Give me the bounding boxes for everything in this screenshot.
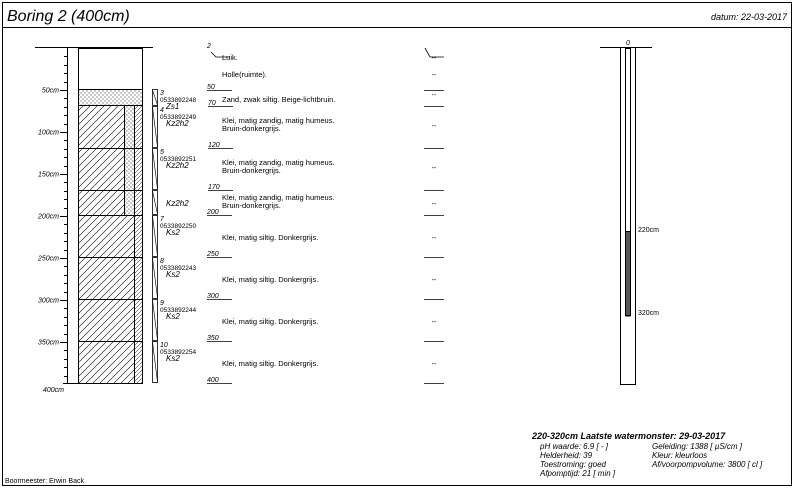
filter-bottom-label: 320cm — [638, 310, 659, 317]
layer-description: Klei, matig siltig. Donkergrijs. — [222, 359, 318, 368]
layer-description: Luik. — [222, 53, 238, 62]
date-label: datum: 22-03-2017 — [711, 12, 788, 22]
sample-id: 0533892254 — [160, 349, 197, 356]
soil-code: Kz2h2 — [166, 119, 189, 128]
depth-mark: 120 — [208, 142, 220, 149]
water-sample-value: Af/voorpompvolume: 3800 [ cl ] — [651, 460, 763, 469]
depth-mark: 400 — [207, 377, 219, 384]
layer-description: Klei, matig siltig. Donkergrijs. — [222, 233, 318, 242]
sample-number: 10 — [160, 342, 168, 349]
layer-sand — [78, 89, 143, 106]
depth-bottom-label: 400cm — [43, 387, 64, 394]
layer-description: Klei, matig zandig, matig humeus. — [222, 116, 335, 125]
water-sample-value: Toestroming: goed — [540, 460, 607, 469]
water-sample-value: Helderheid: 39 — [540, 451, 593, 460]
layer-note: -- — [432, 319, 437, 326]
layer-descriptions: Luik. Holle(ruimte). Zand, zwak siltig. Be… — [222, 53, 335, 368]
layer-note: -- — [432, 235, 437, 242]
layer-note: -- — [432, 165, 437, 172]
layer-description: Bruin-donkergrijs. — [222, 166, 281, 175]
layer-description: Holle(ruimte). — [222, 70, 267, 79]
water-sample-value: Kleur: kleurloos — [652, 451, 707, 460]
depth-tick-label: 300cm — [38, 298, 59, 305]
water-sample-value: Afpomptijd: 21 [ min ] — [539, 469, 616, 478]
page-title: Boring 2 (400cm) — [7, 8, 130, 25]
layer-description: Zand, zwak siltig. Beige-lichtbruin. — [222, 95, 335, 104]
soil-code: Ks2 — [166, 354, 180, 363]
driller-label: Boormeester: Erwin Back — [5, 478, 84, 485]
layer-description: Klei, matig siltig. Donkergrijs. — [222, 317, 318, 326]
depth-tick-label: 250cm — [37, 256, 59, 263]
depth-mark: 2 — [206, 43, 211, 50]
depth-tick-label: 350cm — [38, 340, 59, 347]
depth-tick-label: 50cm — [42, 88, 59, 95]
well-casing — [625, 48, 631, 232]
water-sample-value: pH waarde: 6.9 [ - ] — [539, 442, 609, 451]
sample-id: 0533892244 — [160, 307, 197, 314]
sample-id: 0533892251 — [160, 156, 197, 163]
sample-labels: 30533892248Zs140533892249Kz2h25053389225… — [160, 90, 197, 363]
sample-column — [152, 89, 158, 383]
layer-description: Klei, matig zandig, matig humeus. — [222, 193, 335, 202]
layer-note: -- — [432, 92, 437, 99]
sample-id: 0533892250 — [160, 223, 197, 230]
layer-clay-sandy — [78, 105, 125, 216]
sample-number: 9 — [160, 300, 164, 307]
layer-note: -- — [432, 277, 437, 284]
sample-id: 0533892243 — [160, 265, 197, 272]
filter-top-label: 220cm — [638, 227, 659, 234]
layer-note: -- — [432, 201, 437, 208]
sample-number: 4 — [160, 107, 164, 114]
well-filter — [625, 231, 631, 316]
layer-note: -- — [432, 55, 437, 62]
layer-note: -- — [432, 72, 437, 79]
soil-code: Ks2 — [166, 228, 180, 237]
sample-id: 0533892248 — [160, 97, 197, 104]
depth-tick-label: 100cm — [38, 130, 59, 137]
soil-code: Ks2 — [166, 270, 180, 279]
soil-code: Zs1 — [165, 102, 179, 111]
soil-code: Kz2h2 — [166, 161, 189, 170]
soil-column — [78, 48, 143, 384]
layer-description: Klei, matig siltig. Donkergrijs. — [222, 275, 318, 284]
sample-number: 7 — [160, 216, 165, 223]
water-sample-value: Geleiding: 1388 [ µS/cm ] — [652, 442, 743, 451]
sample-number: 8 — [160, 258, 164, 265]
depth-mark: 200 — [206, 209, 219, 216]
well-top-label: 0 — [626, 40, 630, 47]
depth-tick-label: 150cm — [38, 172, 59, 179]
layer-note: -- — [432, 361, 437, 368]
layer-clay-sandy-sand-fraction — [124, 105, 135, 216]
water-sample-right: Geleiding: 1388 [ µS/cm ]Kleur: kleurloo… — [651, 442, 763, 469]
layer-description: Bruin-donkergrijs. — [222, 201, 281, 210]
sample-number: 5 — [160, 149, 164, 156]
depth-tick-label: 200cm — [37, 214, 59, 221]
depth-mark: 170 — [208, 184, 220, 191]
layer-notes: -- -- -- -- -- -- -- -- -- -- — [432, 55, 437, 368]
water-sample-title: 220-320cm Laatste watermonster: 29-03-20… — [531, 431, 726, 441]
depth-mark: 300 — [207, 293, 219, 300]
well-diagram — [600, 47, 652, 385]
depth-mark: 250 — [206, 251, 219, 258]
layer-note: -- — [432, 123, 437, 130]
layer-description: Bruin-donkergrijs. — [222, 124, 281, 133]
water-sample-left: pH waarde: 6.9 [ - ]Helderheid: 39Toestr… — [539, 442, 616, 478]
layer-clay-sandy-silt-fraction — [134, 105, 143, 216]
soil-code: Kz2h2 — [166, 199, 189, 208]
sample-number: 3 — [160, 90, 164, 97]
layer-void — [78, 48, 143, 90]
layer-description: Klei, matig zandig, matig humeus. — [222, 158, 335, 167]
depth-mark: 350 — [207, 335, 219, 342]
sample-id: 0533892249 — [160, 114, 197, 121]
soil-code: Ks2 — [166, 312, 180, 321]
depth-mark: 70 — [208, 100, 216, 107]
depth-mark: 50 — [207, 84, 215, 91]
